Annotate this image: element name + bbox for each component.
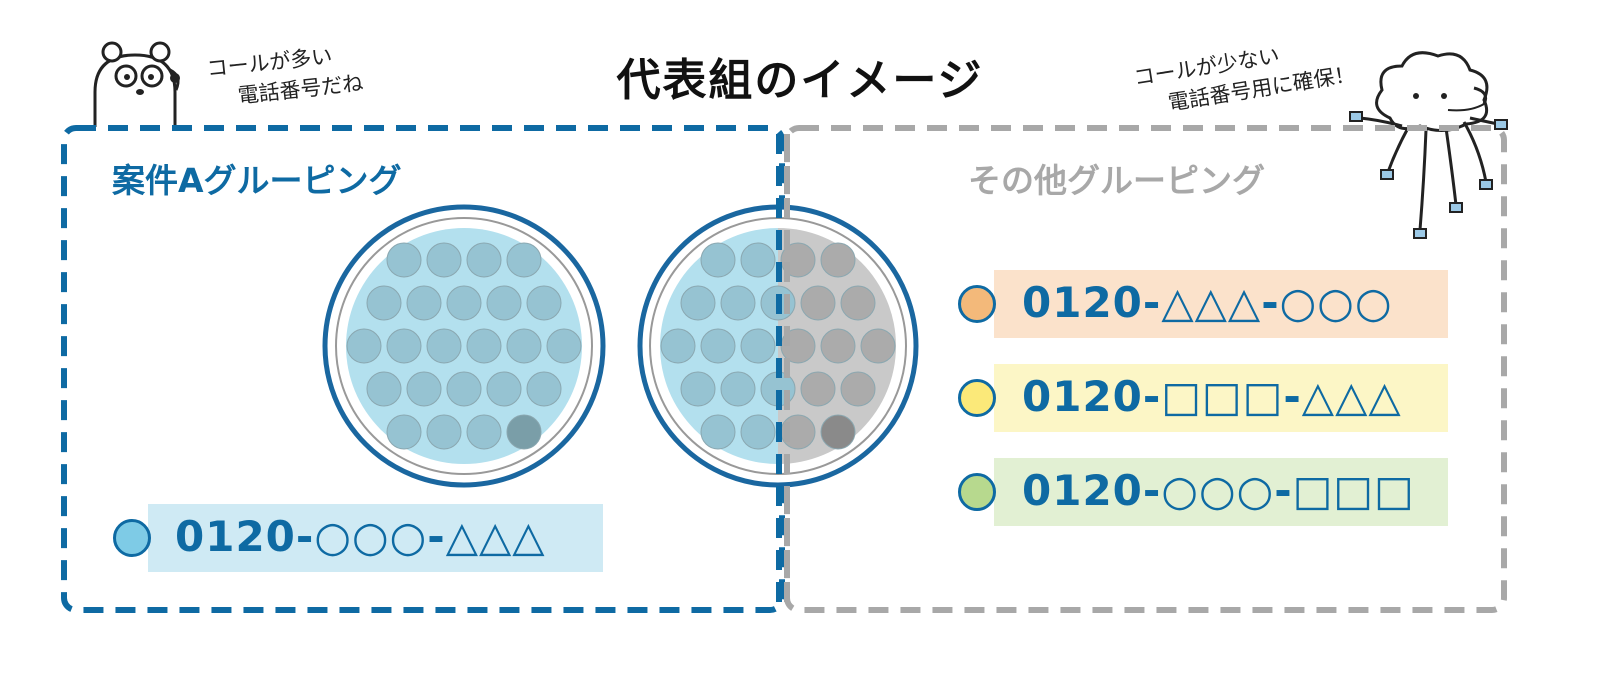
line-slot [740,242,776,278]
line-slot [820,414,856,450]
phone-number: 0120-□□□-△△△ [1022,372,1402,421]
line-slot [426,328,462,364]
line-slot [720,285,756,321]
line-slot [426,414,462,450]
phone-number: 0120-○○○-△△△ [175,512,546,561]
line-slot [386,414,422,450]
phone-dot-icon [958,473,996,511]
phone-number: 0120-○○○-□□□ [1022,466,1415,515]
line-slot [346,328,382,364]
line-slot [486,285,522,321]
cloud-operator-icon [1349,51,1508,239]
line-slot [820,242,856,278]
phone-dot-icon [958,379,996,417]
phone-row-other: 0120-○○○-□□□ [956,458,1448,526]
line-slot [700,328,736,364]
line-slot [446,285,482,321]
shared-line-pool [637,204,919,488]
line-slot [700,414,736,450]
line-slot [426,242,462,278]
line-slot [466,414,502,450]
line-slot [680,371,716,407]
line-slot [366,371,402,407]
line-slot [526,371,562,407]
phone-row-a: 0120-○○○-△△△ [110,504,603,572]
line-slot [386,328,422,364]
phone-bg [994,458,1448,526]
line-slot [386,242,422,278]
phone-dot-icon [958,285,996,323]
line-slot [486,371,522,407]
line-slot [720,371,756,407]
line-slot [546,328,582,364]
phone-bg [994,364,1448,432]
phone-bg [148,504,603,572]
phone-dot-icon [113,519,151,557]
phone-bg [994,270,1448,338]
line-slot [660,328,696,364]
line-slot [526,285,562,321]
line-slot [446,371,482,407]
group-other-label: その他グルーピング [968,161,1265,200]
line-slot [800,285,836,321]
phone-row-other: 0120-□□□-△△△ [956,364,1448,432]
line-slot [466,328,502,364]
line-slot [506,414,542,450]
bear-operator-icon [93,41,180,127]
line-slot [700,242,736,278]
line-pool-icon [322,204,606,488]
line-slot [820,328,856,364]
line-slot [406,371,442,407]
line-slot [680,285,716,321]
line-slot [800,371,836,407]
page-title: 代表組のイメージ [616,55,984,106]
line-slot [860,328,896,364]
line-slot [366,285,402,321]
line-slot [740,328,776,364]
line-slot [740,414,776,450]
line-slot [840,285,876,321]
line-slot [466,242,502,278]
line-slot [506,242,542,278]
line-slot [506,328,542,364]
phone-number: 0120-△△△-○○○ [1022,278,1393,327]
group-a-label: 案件Aグルーピング [112,161,402,200]
phone-row-other: 0120-△△△-○○○ [956,270,1448,338]
line-slot [840,371,876,407]
line-slot [406,285,442,321]
